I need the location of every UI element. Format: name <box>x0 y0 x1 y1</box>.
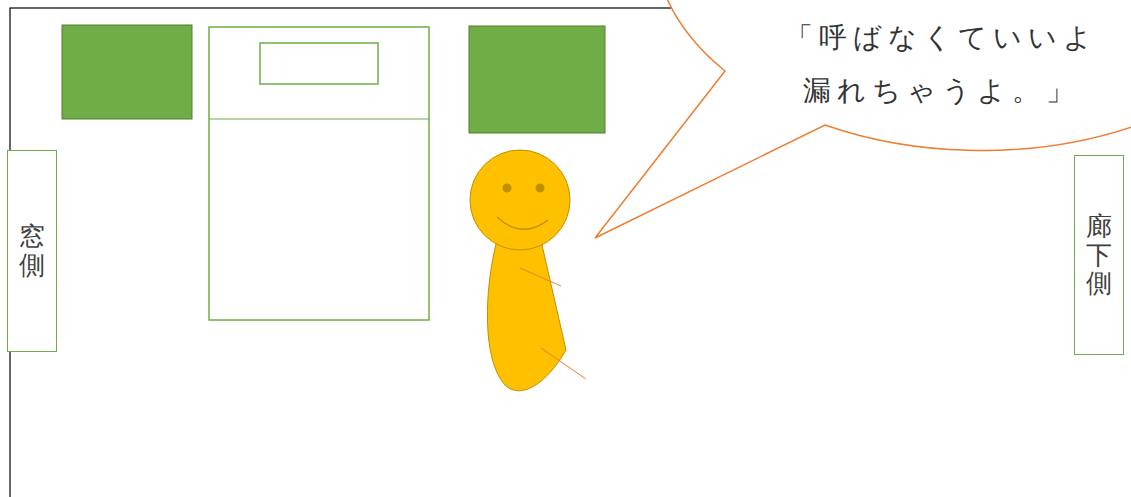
speech-bubble: 「呼ばなくていいよ 漏れちゃうよ。」 <box>560 0 1131 160</box>
room-wall <box>10 8 1131 497</box>
body-line <box>541 348 586 379</box>
person-smile <box>497 217 548 229</box>
pillow <box>260 43 378 84</box>
speech-text: 「呼ばなくていいよ 漏れちゃうよ。」 <box>760 11 1122 117</box>
side-label-box: 窓側 <box>7 150 57 352</box>
side-label-box: 廊下側 <box>1074 155 1124 355</box>
person-eye <box>536 184 545 193</box>
furniture-block <box>469 26 605 133</box>
person-body <box>487 240 566 391</box>
furniture-block <box>62 25 192 119</box>
person-head <box>470 150 570 250</box>
side-label: 廊下側 <box>1086 212 1112 298</box>
side-label: 窓側 <box>19 222 45 279</box>
speech-bubble-shape <box>595 0 1131 238</box>
bed <box>209 27 429 320</box>
body-line <box>520 268 561 286</box>
person-eye <box>503 184 512 193</box>
bed-divider <box>209 119 429 120</box>
